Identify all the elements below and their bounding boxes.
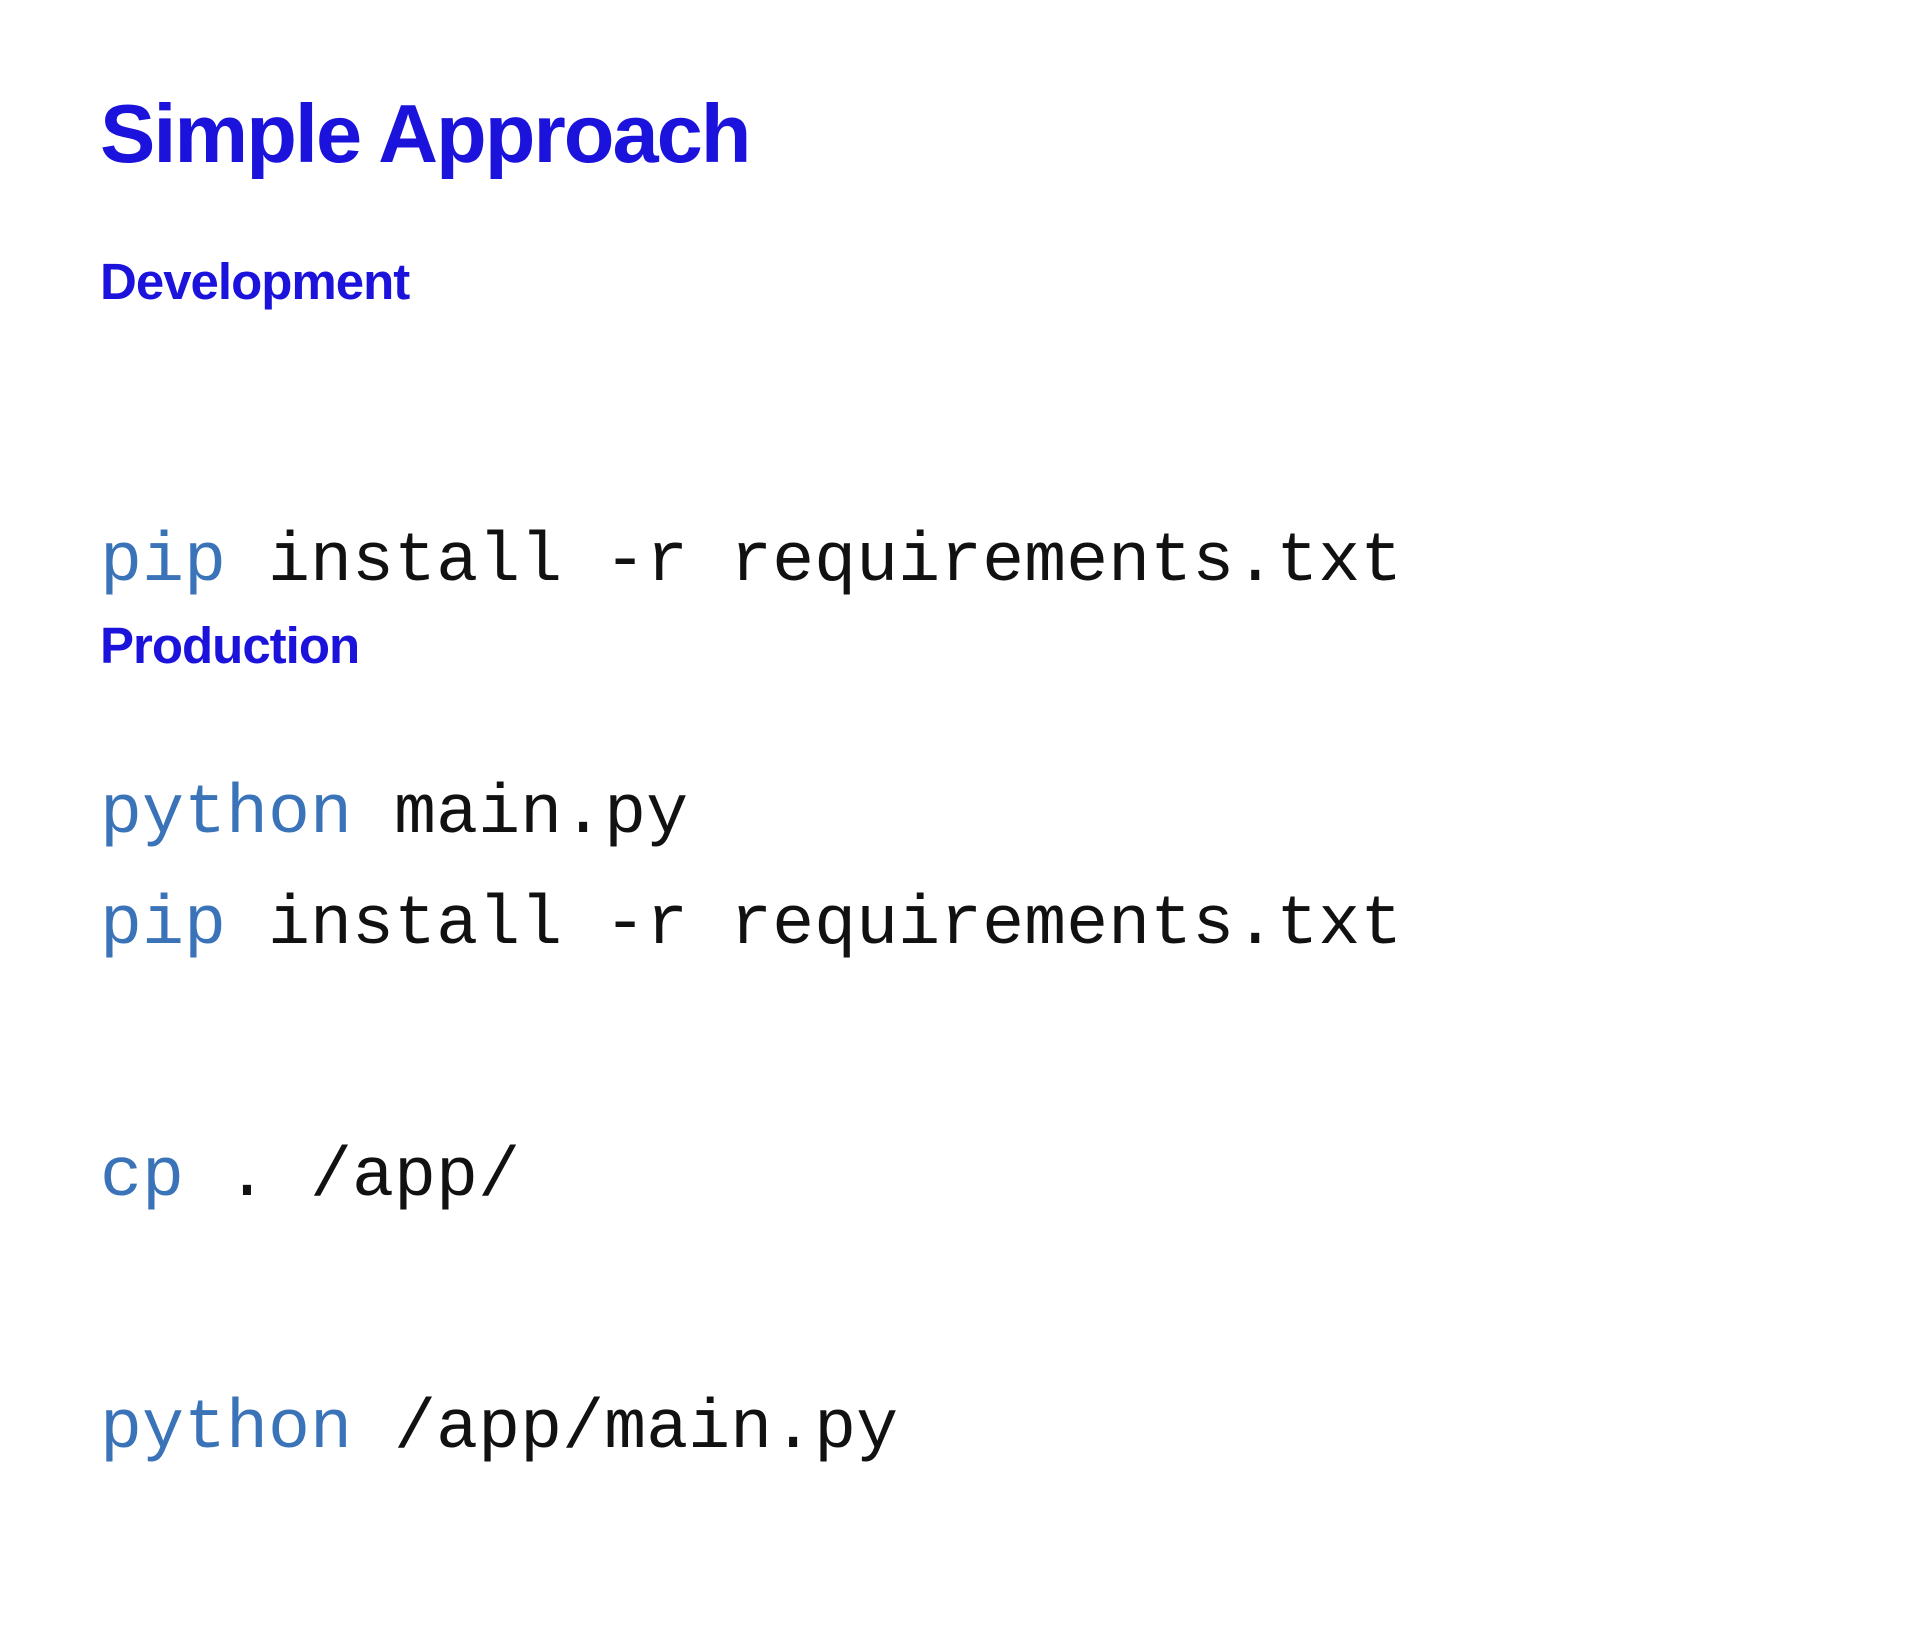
command-arguments: /app/main.py	[352, 1390, 899, 1469]
command-arguments: install -r requirements.txt	[226, 886, 1403, 965]
command-keyword: pip	[100, 886, 227, 965]
command-keyword: pip	[100, 523, 227, 602]
command-keyword: python	[100, 1390, 353, 1469]
command-arguments: . /app/	[184, 1138, 521, 1217]
development-code-block: pip install -r requirements.txt python m…	[100, 353, 1402, 1025]
code-line: pip install -r requirements.txt	[100, 521, 1402, 605]
production-heading: Production	[100, 617, 360, 674]
command-keyword: cp	[100, 1138, 185, 1217]
command-arguments: main.py	[352, 775, 689, 854]
slide-title: Simple Approach	[100, 87, 751, 180]
slide: Simple Approach Development pip install …	[100, 0, 1820, 1470]
command-keyword: python	[100, 775, 353, 854]
development-heading: Development	[100, 253, 410, 310]
code-line: python /app/main.py	[100, 1388, 1402, 1472]
code-line: python main.py	[100, 773, 1402, 857]
code-line: cp . /app/	[100, 1136, 1402, 1220]
command-arguments: install -r requirements.txt	[226, 523, 1403, 602]
code-line: pip install -r requirements.txt	[100, 884, 1402, 968]
production-code-block: pip install -r requirements.txt cp . /ap…	[100, 716, 1402, 1640]
